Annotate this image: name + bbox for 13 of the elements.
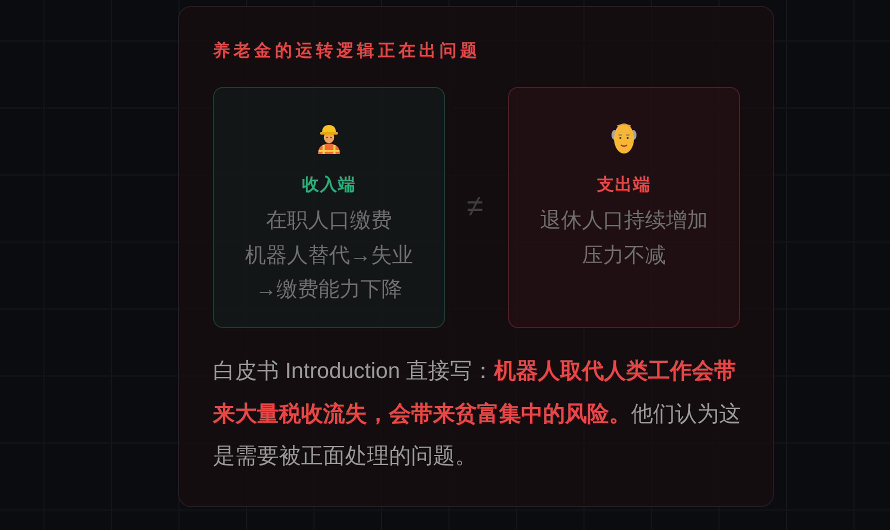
card-heading: 支出端 xyxy=(596,174,652,196)
card-text: 压力不减 xyxy=(581,242,667,268)
not-equal-sign: ≠ xyxy=(466,190,484,224)
comparison-card xyxy=(213,87,445,328)
comparison-card xyxy=(508,87,740,328)
card-text: 退休人口持续增加 xyxy=(539,208,709,234)
card-text: →缴费能力下降 xyxy=(254,277,404,303)
body-paragraph: 白皮书 Introduction 直接写：机器人取代人类工作会带来大量税收流失，会带来贫富集中的风险。他们认为这是需要被正面处理的问题。 xyxy=(213,357,741,470)
card-heading: 收入端 xyxy=(301,174,357,196)
card-text: 机器人替代→失业 xyxy=(244,242,414,268)
info-panel xyxy=(178,6,774,507)
card-text: 在职人口缴费 xyxy=(265,208,393,234)
section-title: 养老金的运转逻辑正在出问题 xyxy=(213,40,481,62)
